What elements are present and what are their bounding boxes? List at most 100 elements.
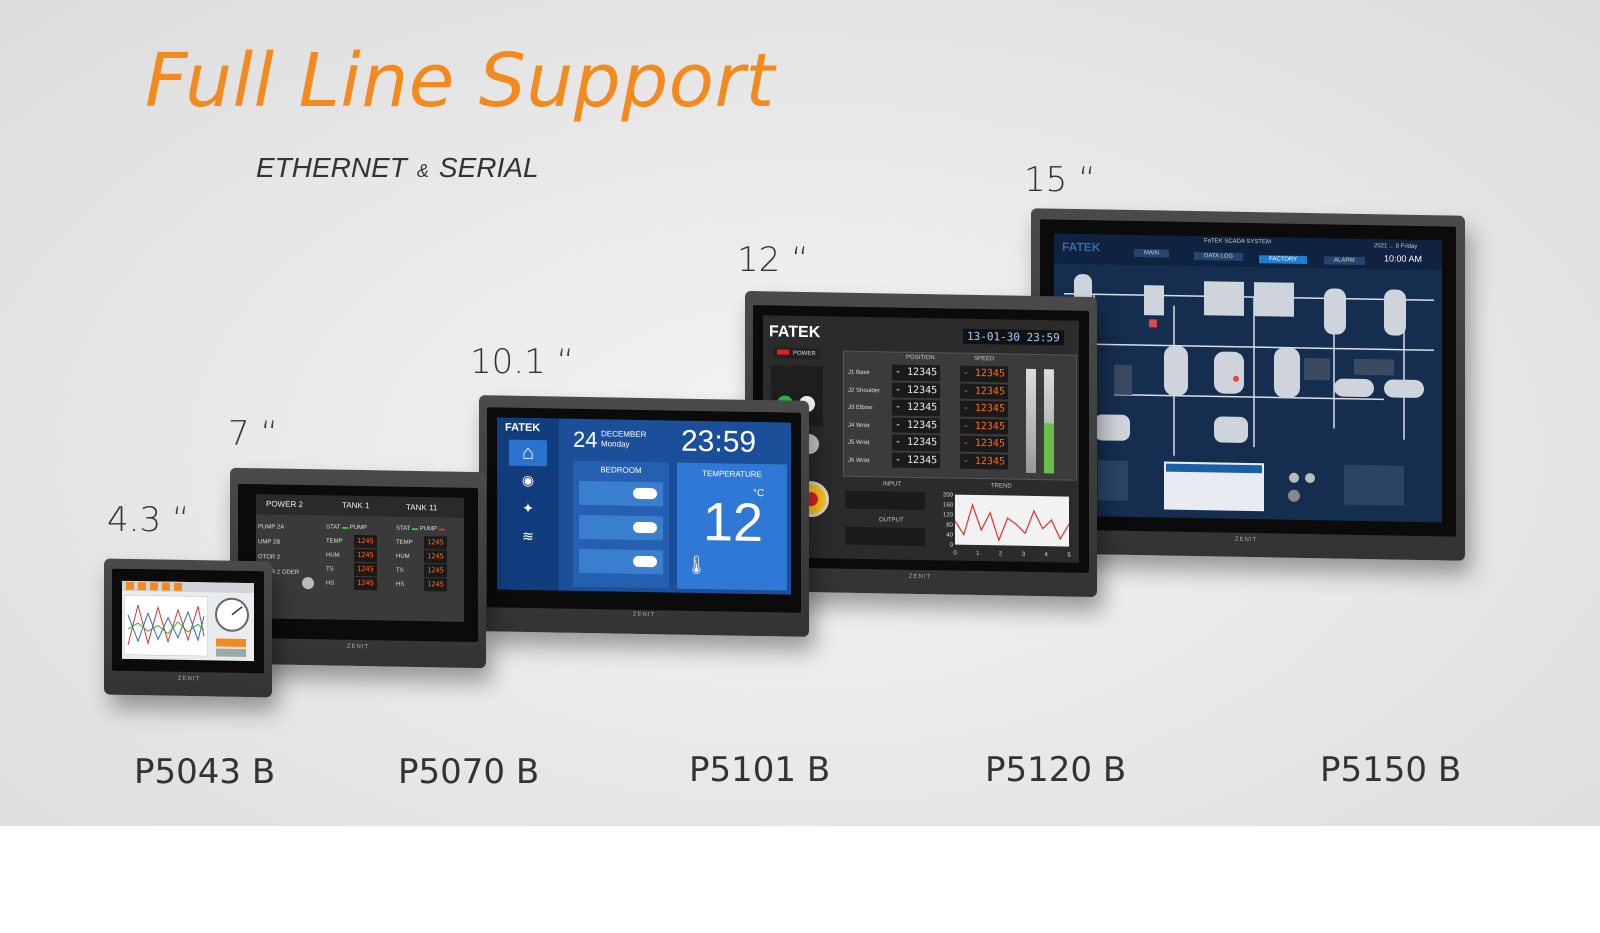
- trend-screen: [122, 580, 254, 662]
- clock-time: 23:59: [681, 424, 757, 459]
- trend-y-tick: 80: [946, 522, 953, 528]
- size-label-p5150: 15 “: [1024, 160, 1096, 200]
- axis-rows: J1 Base- 12345 - 12345 J2 Shoulder- 1234…: [848, 364, 1008, 472]
- hmi-device-p5120: FATEK POWER 13-01-30 23:59 POSITION SPEE…: [745, 290, 1097, 598]
- connectivity-subtitle: ETHERNET&SERIAL: [256, 152, 539, 184]
- position-header: POSITION: [906, 354, 935, 362]
- home-automation-screen: FATEK ⌂ ◉ ✦ ≋ 24 DECEMBER Monday 23:59 B…: [497, 417, 791, 595]
- status-bar: [216, 638, 246, 648]
- size-label-p5070: 7 “: [228, 414, 279, 454]
- row-label: PUMP 2A: [258, 524, 285, 531]
- tv-toggle-row[interactable]: [579, 514, 663, 541]
- ethernet-label: ETHERNET: [256, 152, 407, 183]
- gauge-dial: [215, 597, 249, 632]
- trend-y-tick: 200: [943, 492, 954, 498]
- hmi-bezel: POWER 2 TANK 1 TANK 11 PUMP 2A UMP 2B OT…: [238, 483, 478, 643]
- row-label: UMP 2B: [258, 539, 281, 546]
- model-label-p5150: P5150 B: [1320, 750, 1462, 790]
- toolbar-icon[interactable]: [162, 582, 170, 591]
- fatek-logo: FATEK: [769, 323, 821, 342]
- date-month: DECEMBER: [601, 429, 647, 440]
- trend-line: [954, 502, 1070, 543]
- hmi-device-p5101: FATEK ⌂ ◉ ✦ ≋ 24 DECEMBER Monday 23:59 B…: [479, 395, 809, 637]
- size-label-p5043: 4.3 “: [107, 500, 190, 540]
- size-label-p5120: 12 “: [737, 240, 809, 280]
- model-label-p5043: P5043 B: [134, 752, 276, 792]
- model-label-p5070: P5070 B: [398, 752, 540, 792]
- motor-knob[interactable]: [302, 577, 314, 590]
- brand-mark: ZENIT: [632, 611, 656, 619]
- scada-process-diagram: [1060, 274, 1434, 512]
- power-indicator: POWER: [773, 347, 820, 360]
- headline: Full Line Support: [145, 38, 775, 124]
- date-weekday: Monday: [601, 439, 630, 449]
- trend-x-tick: 5: [1067, 553, 1071, 559]
- axis-row: J1 Base- 12345 - 12345: [848, 364, 1008, 384]
- column-tank11: TANK 11: [406, 502, 438, 513]
- power-label: POWER: [793, 350, 816, 358]
- ac-toggle-row[interactable]: [579, 480, 663, 507]
- mini-trend-chart: [124, 594, 208, 657]
- column-power: POWER 2: [266, 499, 303, 510]
- thermometer-icon: 🌡: [685, 554, 708, 576]
- trend-x-tick: 4: [1045, 552, 1049, 558]
- input-header: INPUT: [883, 481, 901, 488]
- scada-title: FaTEK SCADA SYSTEM: [1204, 238, 1272, 246]
- wifi-icon[interactable]: ≋: [522, 527, 534, 545]
- hmi-device-p5043: ZENIT: [104, 558, 272, 698]
- trend-x-tick: 1: [976, 551, 980, 557]
- fatek-logo: FATEK: [1062, 239, 1101, 255]
- toolbar-icon[interactable]: [126, 581, 134, 591]
- toolbar-icon[interactable]: [138, 582, 146, 591]
- trend-y-tick: 120: [943, 512, 954, 518]
- temperature-value: 12: [703, 492, 764, 554]
- hmi-bezel: [112, 568, 264, 674]
- tab-factory[interactable]: FACTORY: [1259, 255, 1308, 265]
- brand-mark: ZENIT: [177, 675, 201, 683]
- temperature-unit: °C: [753, 487, 765, 500]
- model-label-p5120: P5120 B: [985, 750, 1127, 790]
- home-icon[interactable]: ⌂: [509, 439, 547, 467]
- column-tank1: TANK 1: [342, 500, 370, 511]
- trend-x-tick: 2: [999, 551, 1003, 557]
- scada-date: 2021 ... 8 Friday: [1374, 243, 1418, 250]
- hmi-bezel: FATEK POWER 13-01-30 23:59 POSITION SPEE…: [753, 305, 1089, 573]
- tab-main[interactable]: MAIN: [1134, 249, 1169, 258]
- lightbulb-icon[interactable]: ✦: [522, 499, 534, 517]
- camera-icon[interactable]: ◉: [521, 471, 535, 489]
- brand-mark: ZENIT: [346, 643, 370, 651]
- toolbar-icon[interactable]: [174, 582, 182, 591]
- trend-y-tick: 40: [946, 532, 953, 538]
- size-label-p5101: 10.1 “: [470, 342, 575, 382]
- status-bar: [216, 648, 246, 658]
- temperature-label: TEMPERATURE: [702, 469, 762, 480]
- date-day: 24: [573, 426, 598, 453]
- input-switches[interactable]: [845, 490, 925, 511]
- temperature-panel: TEMPERATURE 12 °C 🌡: [677, 462, 787, 591]
- scada-time: 10:00 AM: [1384, 253, 1423, 265]
- speed-header: SPEED: [974, 355, 995, 363]
- toolbar-icon[interactable]: [150, 582, 158, 591]
- tab-alarm[interactable]: ALARM: [1324, 256, 1365, 266]
- gauge-bar: [1026, 368, 1036, 474]
- scada-screen: FATEK FaTEK SCADA SYSTEM 2021 ... 8 Frid…: [1054, 233, 1442, 523]
- serial-label: SERIAL: [438, 152, 539, 183]
- axis-row: J5 Wrist- 12345 - 12345: [848, 434, 1008, 454]
- light-toggle-row[interactable]: [579, 548, 663, 575]
- fatek-logo: FATEK: [505, 421, 541, 435]
- product-banner: Full Line Support ETHERNET&SERIAL 4.3 “ …: [0, 0, 1600, 826]
- hmi-bezel: FATEK ⌂ ◉ ✦ ≋ 24 DECEMBER Monday 23:59 B…: [487, 407, 801, 613]
- ampersand: &: [416, 161, 429, 181]
- axis-row: J3 Elbow- 12345 - 12345: [848, 399, 1008, 419]
- axis-table: POSITION SPEED J1 Base- 12345 - 12345 J2…: [843, 350, 1077, 481]
- hmi-bezel: FATEK FaTEK SCADA SYSTEM 2021 ... 8 Frid…: [1040, 219, 1456, 537]
- tank-monitor-screen: POWER 2 TANK 1 TANK 11 PUMP 2A UMP 2B OT…: [256, 494, 464, 622]
- trend-x-tick: 3: [1022, 552, 1026, 558]
- bedroom-panel: BEDROOM: [573, 460, 669, 589]
- sidebar: FATEK ⌂ ◉ ✦ ≋: [497, 417, 559, 591]
- tab-data-log[interactable]: DATA LOG: [1194, 252, 1244, 261]
- output-switches[interactable]: [845, 526, 925, 547]
